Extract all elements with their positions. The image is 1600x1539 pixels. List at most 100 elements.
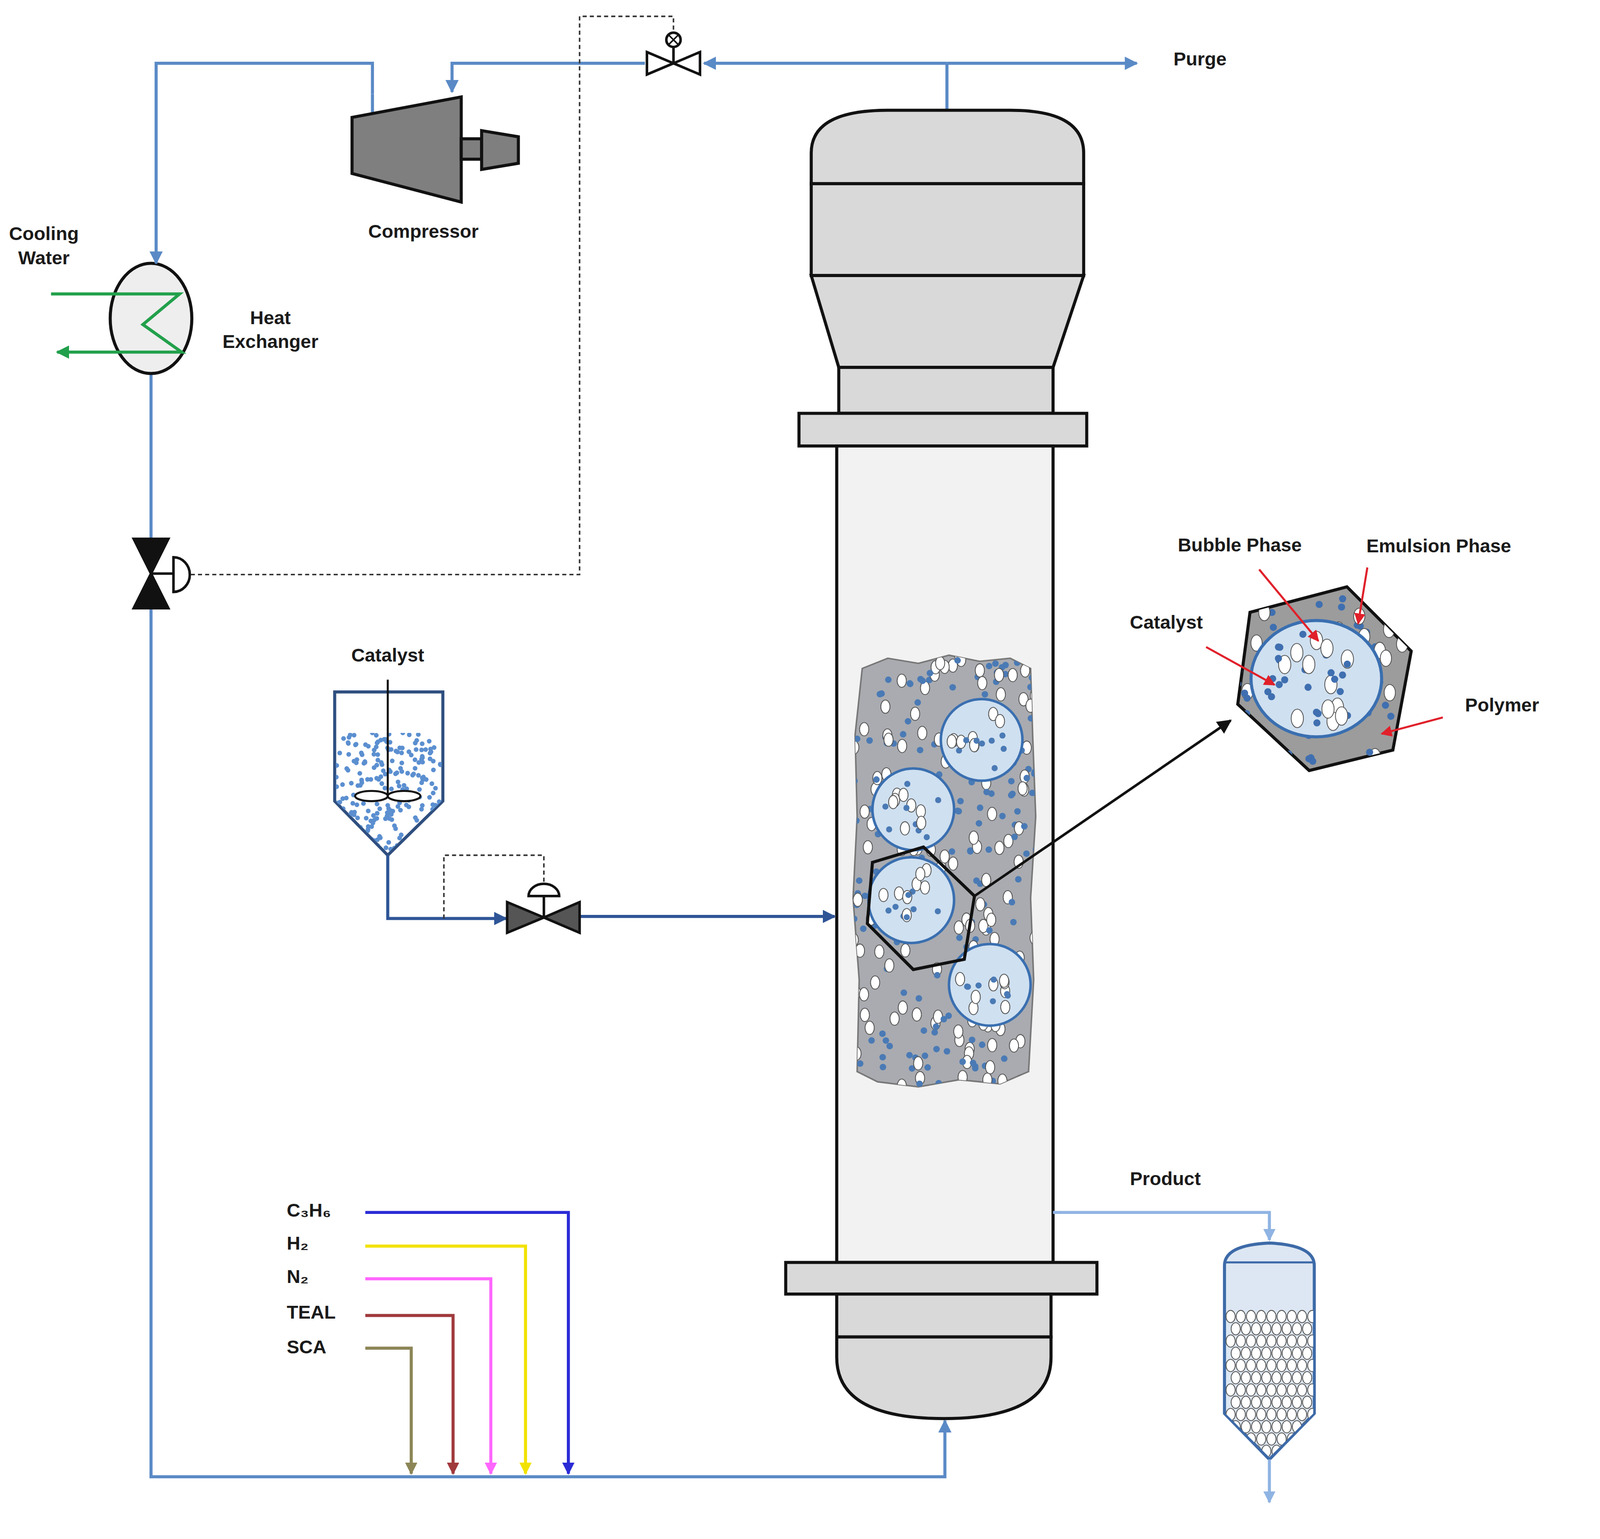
control-valve-symbol: [668, 34, 679, 45]
polymer-granule: [1231, 1346, 1241, 1360]
polymer-granule: [1241, 1346, 1251, 1360]
catalyst-dot: [885, 676, 892, 683]
catalyst-dot: [920, 1027, 928, 1034]
catalyst-dot: [427, 756, 433, 762]
catalyst-dot: [348, 780, 354, 786]
polymer-granule: [1277, 1334, 1287, 1348]
polymer-granule: [1292, 1420, 1302, 1433]
polymer-grain: [1290, 709, 1304, 728]
catalyst-dot: [416, 786, 422, 792]
polymer-granule: [1231, 1396, 1241, 1409]
catalyst-dot: [344, 841, 350, 847]
catalyst-dot: [882, 803, 889, 810]
catalyst-dot: [1408, 610, 1416, 618]
polymer-grain: [948, 856, 958, 870]
polymer-grain: [947, 734, 957, 748]
catalyst-dot: [879, 1053, 886, 1061]
catalyst-dot: [337, 836, 342, 842]
emulsion-particles: [1234, 579, 1416, 780]
catalyst-dot: [1299, 630, 1307, 638]
polymer-granule: [1226, 1334, 1236, 1348]
catalyst-dot: [358, 846, 363, 852]
catalyst-dot: [436, 851, 442, 856]
polymer-grain: [890, 1011, 900, 1025]
polymer-grain: [995, 714, 1005, 728]
polymer-grain: [897, 1078, 907, 1093]
polymer-grain: [1025, 698, 1035, 713]
polymer-grain: [954, 920, 964, 934]
polymer-grain: [933, 1009, 943, 1024]
control-valve-symbol: [506, 883, 580, 933]
polymer-granule: [1256, 1310, 1266, 1323]
product-vessel: [1224, 1242, 1315, 1460]
catalyst-dot: [892, 903, 899, 910]
polymer-grain: [849, 982, 859, 997]
agitator-symbol: [386, 679, 389, 796]
catalyst-dot: [916, 1080, 923, 1087]
catalyst-dot: [372, 852, 378, 858]
polymer-grain: [859, 722, 869, 736]
label-holder: N₂: [286, 1264, 309, 1289]
catalyst-dot: [989, 997, 996, 1004]
catalyst-dot: [436, 836, 441, 841]
catalyst-dot: [423, 827, 428, 833]
catalyst-dot: [334, 804, 340, 809]
catalyst-dot: [1338, 595, 1347, 603]
catalyst-dot: [340, 782, 345, 787]
catalyst-dot: [354, 757, 360, 762]
catalyst-dot: [346, 741, 351, 746]
polymer-granule: [1251, 1396, 1261, 1409]
polymer-granule: [1241, 1420, 1251, 1433]
catalyst-dot: [1309, 757, 1317, 765]
catalyst-dot: [346, 734, 352, 740]
fluidized-bed: [853, 655, 1036, 1087]
catalyst-dot: [904, 717, 912, 725]
heat-exchanger-node: Heat Exchanger: [106, 263, 337, 400]
control-valve-symbol: [542, 896, 546, 918]
catalyst-dot: [352, 809, 357, 815]
polymer-grain: [935, 656, 945, 670]
polymer-grain: [939, 849, 950, 864]
catalyst-dot: [926, 669, 934, 677]
polymer-grain: [870, 975, 880, 989]
gas-bubble: [940, 698, 1023, 781]
catalyst-dot: [372, 848, 377, 853]
catalyst-dot: [416, 760, 422, 765]
catalyst-dot: [1274, 654, 1283, 662]
polymer-granule: [1261, 1396, 1271, 1409]
polymer-granule: [1302, 1322, 1312, 1335]
catalyst-dot: [411, 848, 417, 854]
catalyst-dot: [426, 850, 432, 856]
catalyst-dot: [885, 907, 892, 914]
polymer-granule: [1302, 1396, 1312, 1409]
catalyst-dot: [1002, 661, 1009, 668]
polymer-granule: [1251, 1445, 1261, 1458]
catalyst-dot: [1392, 624, 1400, 633]
catalyst-dot: [411, 771, 416, 777]
catalyst-dot: [1403, 607, 1411, 615]
catalyst-dot: [954, 656, 961, 664]
polymer-grain: [1320, 639, 1334, 658]
polymer-grain: [860, 1008, 870, 1022]
catalyst-dot: [981, 691, 988, 698]
catalyst-dot: [906, 655, 914, 662]
polymer-grain: [849, 740, 859, 754]
catalyst-dot: [355, 815, 360, 821]
stream-label: N₂: [286, 1264, 309, 1289]
catalyst-dot: [1004, 992, 1011, 999]
polymer-granule: [1297, 1383, 1307, 1397]
polymer-grain: [901, 908, 912, 922]
zoom-arrow: [974, 720, 1231, 896]
catalyst-dot: [360, 844, 366, 849]
recycle-pipe: [150, 63, 1137, 1477]
polymer-grain: [917, 726, 927, 740]
catalyst-dot: [344, 766, 349, 771]
catalyst-dot: [360, 847, 365, 853]
polymer-granule: [1302, 1346, 1312, 1360]
polymer-granule: [1241, 1396, 1251, 1409]
catalyst-dot: [976, 804, 984, 811]
catalyst-dot: [1327, 669, 1335, 677]
catalyst-dot: [1011, 833, 1018, 840]
